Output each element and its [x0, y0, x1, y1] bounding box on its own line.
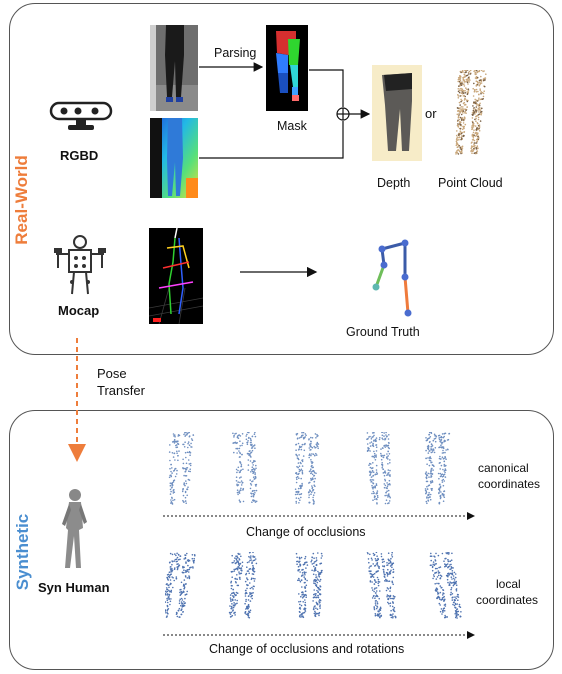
mask-connector	[309, 69, 344, 107]
change-occlusions-label: Change of occlusions	[246, 525, 366, 539]
depth-connector	[199, 121, 344, 159]
mocap-label: Mocap	[58, 303, 100, 318]
mocap-skeleton-image	[149, 228, 203, 324]
parsing-label: Parsing	[214, 46, 257, 60]
rgbd-label: RGBD	[60, 148, 99, 163]
local-legs-row	[165, 552, 462, 619]
canonical-label-line1: canonical	[478, 461, 529, 475]
depth-label: Depth	[377, 176, 411, 190]
local-label-line1: local	[496, 577, 521, 591]
pose-transfer-line2: Transfer	[97, 383, 145, 398]
depth-color-image	[150, 118, 198, 198]
point-cloud-image	[455, 70, 487, 155]
synthetic-panel	[9, 410, 554, 670]
syn-human-figure	[62, 489, 87, 568]
change-occlusions-rotations-label: Change of occlusions and rotations	[209, 642, 405, 656]
rgb-photo	[150, 25, 198, 111]
canonical-legs-row	[168, 432, 451, 505]
mocap-suit-icon	[54, 235, 106, 295]
canonical-label-line2: coordinates	[478, 477, 541, 491]
point-cloud-label: Point Cloud	[438, 176, 503, 190]
syn-human-label: Syn Human	[38, 580, 110, 595]
depth-output-image	[372, 65, 422, 161]
pose-transfer-line1: Pose	[97, 366, 127, 381]
rgbd-camera-icon	[49, 101, 113, 130]
ground-truth-skeleton	[372, 239, 412, 317]
mask-image	[266, 25, 308, 111]
ground-truth-label: Ground Truth	[346, 325, 420, 339]
local-label-line2: coordinates	[476, 593, 539, 607]
mask-label: Mask	[277, 119, 307, 133]
or-label: or	[425, 106, 437, 121]
